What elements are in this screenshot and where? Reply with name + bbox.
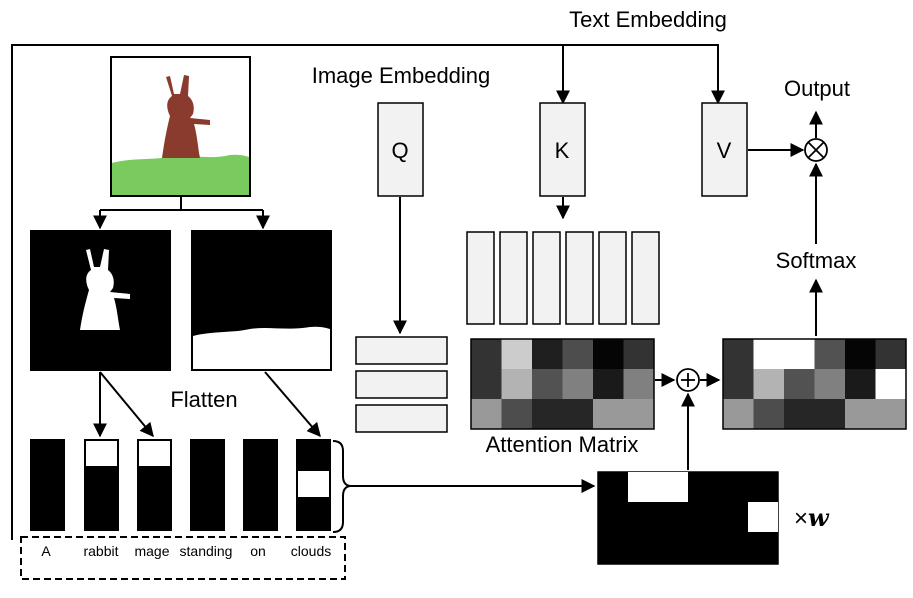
output-attention-cell bbox=[875, 369, 907, 400]
attention-cell bbox=[593, 369, 624, 400]
attention-cell bbox=[562, 399, 594, 430]
token-word: rabbit bbox=[83, 543, 118, 559]
k-vector bbox=[631, 231, 660, 325]
output-attention-matrix bbox=[723, 339, 907, 430]
attention-matrix bbox=[471, 339, 655, 430]
attention-cell bbox=[623, 399, 655, 430]
attention-cell bbox=[562, 369, 594, 400]
output-attention-cell bbox=[784, 339, 815, 370]
k-vector bbox=[532, 231, 561, 325]
token-list: A rabbit mage standing on clouds bbox=[41, 543, 331, 559]
attention-cell bbox=[471, 399, 502, 430]
v-label: V bbox=[717, 138, 732, 163]
attention-matrix-border bbox=[470, 338, 655, 430]
q-vector bbox=[355, 404, 448, 433]
rabbit-shape bbox=[162, 75, 210, 158]
weight-map bbox=[597, 471, 779, 565]
token-word: on bbox=[250, 543, 266, 559]
text-embedding-label: Text Embedding bbox=[569, 7, 727, 32]
output-attention-cell bbox=[753, 369, 785, 400]
grass-shape bbox=[112, 154, 249, 195]
token-word: mage bbox=[134, 543, 169, 559]
token-word: A bbox=[41, 543, 51, 559]
k-vector bbox=[598, 231, 627, 325]
output-attention-cell bbox=[723, 339, 754, 370]
token-word: clouds bbox=[291, 543, 331, 559]
k-vector bbox=[466, 231, 495, 325]
flattened-masks bbox=[30, 439, 331, 531]
output-attention-cell bbox=[875, 339, 907, 370]
attention-cell bbox=[501, 339, 533, 370]
attention-cell bbox=[501, 369, 533, 400]
attention-cell bbox=[532, 399, 563, 430]
attention-cell bbox=[471, 339, 502, 370]
split-arrows bbox=[93, 197, 270, 230]
output-attention-cell bbox=[753, 339, 785, 370]
k-box: K bbox=[539, 102, 586, 197]
output-attention-cell bbox=[723, 399, 754, 430]
token-box bbox=[20, 536, 346, 580]
output-label: Output bbox=[784, 76, 850, 101]
output-attention-cell bbox=[784, 369, 815, 400]
k-label: K bbox=[555, 138, 570, 163]
output-attention-cell bbox=[845, 399, 876, 430]
source-image bbox=[110, 56, 251, 197]
v-box: V bbox=[701, 102, 748, 197]
mask-column bbox=[190, 439, 225, 531]
attention-matrix-label: Attention Matrix bbox=[486, 432, 639, 457]
image-embedding-label: Image Embedding bbox=[312, 63, 491, 88]
rabbit-mask bbox=[30, 230, 171, 371]
q-vector bbox=[355, 336, 448, 365]
output-matrix-border bbox=[722, 338, 907, 430]
flatten-label: Flatten bbox=[170, 387, 237, 412]
attention-cell bbox=[593, 399, 624, 430]
text-embedding-lines bbox=[11, 44, 725, 540]
multiply-operator-icon bbox=[804, 138, 828, 162]
mask-column bbox=[30, 439, 65, 531]
output-attention-cell bbox=[845, 339, 876, 370]
q-vector bbox=[355, 370, 448, 399]
q-box: Q bbox=[377, 102, 424, 197]
mask-column bbox=[243, 439, 278, 531]
output-attention-cell bbox=[875, 399, 907, 430]
output-attention-cell bbox=[784, 399, 815, 430]
k-vector bbox=[565, 231, 594, 325]
clouds-mask bbox=[191, 230, 332, 371]
output-attention-cell bbox=[814, 339, 846, 370]
token-word: standing bbox=[180, 543, 233, 559]
attention-cell bbox=[532, 369, 563, 400]
output-attention-cell bbox=[845, 369, 876, 400]
k-vector bbox=[499, 231, 528, 325]
output-attention-cell bbox=[814, 399, 846, 430]
output-attention-cell bbox=[723, 369, 754, 400]
output-attention-cell bbox=[753, 399, 785, 430]
attention-cell bbox=[562, 339, 594, 370]
k-vectors bbox=[466, 231, 660, 325]
output-attention-cell bbox=[814, 369, 846, 400]
plus-operator-icon bbox=[676, 368, 700, 392]
attention-cell bbox=[501, 399, 533, 430]
attention-cell bbox=[623, 369, 655, 400]
flatten-arrows bbox=[93, 371, 321, 438]
attention-cell bbox=[623, 339, 655, 370]
right-brace bbox=[332, 440, 351, 533]
q-label: Q bbox=[391, 138, 408, 163]
weight-multiplier: ×w bbox=[794, 503, 830, 532]
attention-cell bbox=[593, 339, 624, 370]
attention-cell bbox=[532, 339, 563, 370]
attention-cell bbox=[471, 369, 502, 400]
softmax-label: Softmax bbox=[776, 248, 857, 273]
q-vectors bbox=[355, 336, 448, 433]
